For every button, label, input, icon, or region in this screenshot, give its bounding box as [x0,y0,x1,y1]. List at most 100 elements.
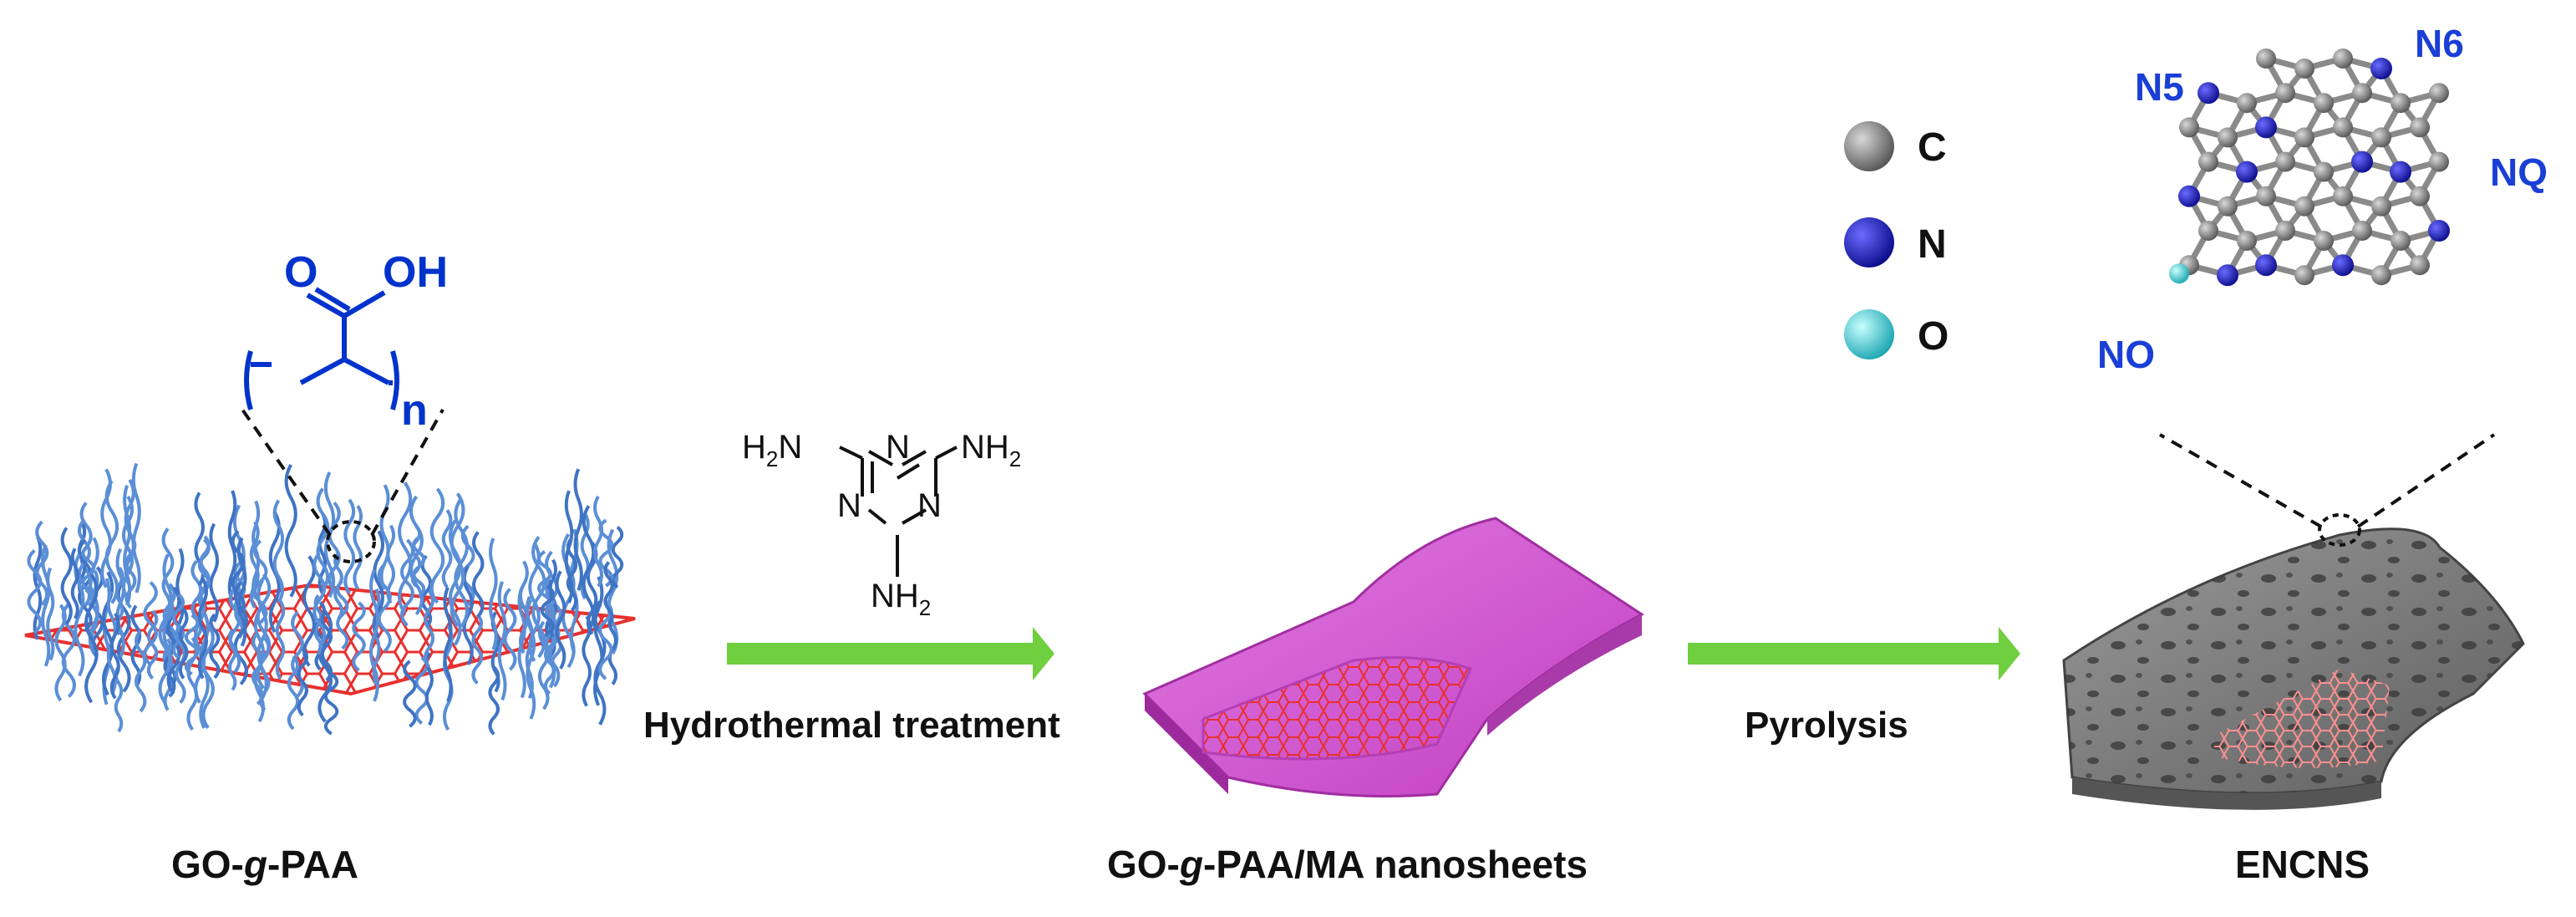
carbon-atom [2237,93,2257,114]
carbon-atom [2410,255,2430,276]
carbon-atom [2198,151,2218,172]
carbon-atom [2294,196,2314,217]
melamine-amine-right: NH2 [961,429,1021,471]
melamine-amine-bottom: NH2 [871,578,931,620]
nitrogen-atom [2370,58,2392,79]
zoom-circle [326,520,376,563]
paa-chain [603,561,614,626]
melamine-ring-n1: N [886,429,910,466]
paa-chain [497,581,507,701]
nitrogen-atom [2197,82,2219,104]
carbon-atom [2294,59,2314,79]
paa-chain [611,525,624,589]
paa-carbonyl-o: O [284,248,318,297]
paa-chain [41,544,51,667]
zoom-line-right [370,409,445,536]
paa-chain [450,492,465,628]
oxygen-atom [2169,263,2189,284]
paa-chain [573,468,583,591]
carbon-atom [2391,93,2411,114]
paa-chain [158,590,172,704]
paa-chain [35,520,49,606]
paa-chain [186,636,199,731]
carbon-atom [2333,48,2353,69]
carbon-atom [2371,127,2391,148]
zoom-circle-encns [2318,513,2361,547]
paa-chain [199,612,210,729]
paa-chain [454,497,470,628]
paa-chain [146,609,159,680]
paa-chain [320,609,333,682]
paa-chain [373,530,384,639]
paa-chain [123,484,132,606]
paa-chain [471,613,483,685]
paa-chain [582,505,596,632]
carbon-atom [2333,186,2353,206]
melamine-amine-left: H2N [742,429,802,471]
paa-chain [537,620,550,711]
paa-hydroxyl: OH [383,248,448,297]
paa-chain [100,468,112,588]
melamine-ring-n2: N [917,487,942,524]
paa-chain [548,599,561,688]
stage1-label: GO-g-PAA [171,843,358,886]
paa-chain [443,586,453,702]
paa-chain [593,576,604,706]
paa-chain [312,552,327,649]
carbon-atom [2314,93,2334,114]
carbon-atom [2314,231,2334,251]
nitrogen-atom [2217,264,2238,287]
paa-chain [228,629,237,691]
legend-nitrogen-ball [1844,217,1894,267]
paa-chain [316,487,330,591]
paa-repeat-unit [244,287,399,410]
paa-chain [543,629,556,695]
paa-chain [252,631,264,706]
arrow-pyrolysis [1688,627,2020,680]
site-label-n5: N5 [2135,65,2184,109]
paa-chain [60,527,73,625]
paa-chain [333,551,343,620]
paa-chain [518,560,529,655]
nitrogen-atom [2351,150,2373,173]
carbon-atom [2237,231,2257,251]
stage2-label: GO-g-PAA/MA nanosheets [1107,843,1588,886]
paa-chain [84,573,99,704]
paa-chain [460,524,475,607]
atom-legend: C N O [1844,121,1949,359]
nitrogen-doped-carbon-atoms [2169,48,2450,287]
site-label-nq: NQ [2490,150,2548,194]
carbon-atom [2429,83,2449,104]
paa-chain [323,672,339,736]
paa-chain [131,462,141,594]
paa-chain [233,581,248,685]
legend-carbon-ball [1844,121,1894,171]
encns-sheet [2062,433,2525,810]
paa-chain [488,665,500,736]
paa-chain [249,521,260,609]
paa-repeat-n: n [401,386,428,435]
paa-chain [172,593,185,660]
paa-chain [143,581,158,666]
paa-chain [184,614,200,676]
melamine-structure: N N N H2N NH2 NH2 [742,429,1021,620]
paa-chain [328,501,341,592]
paa-chain [231,529,246,616]
paa-chain [275,600,286,680]
arrow-hydrothermal [727,627,1054,680]
carbon-atom [2410,117,2430,138]
paa-chain [166,586,181,695]
paa-chain [115,548,125,658]
site-label-no: NO [2097,333,2155,376]
paa-chain [302,555,316,667]
legend-carbon-label: C [1918,125,1947,170]
paa-chain [209,522,220,623]
legend-oxygen-label: O [1918,314,1949,359]
carbon-atom [2352,83,2372,104]
paa-chain [197,578,208,680]
site-label-n6: N6 [2415,22,2464,65]
paa-chain [197,538,211,610]
nitrogen-atom [2236,160,2258,183]
paa-chain [352,601,366,672]
paa-chain [531,536,546,659]
